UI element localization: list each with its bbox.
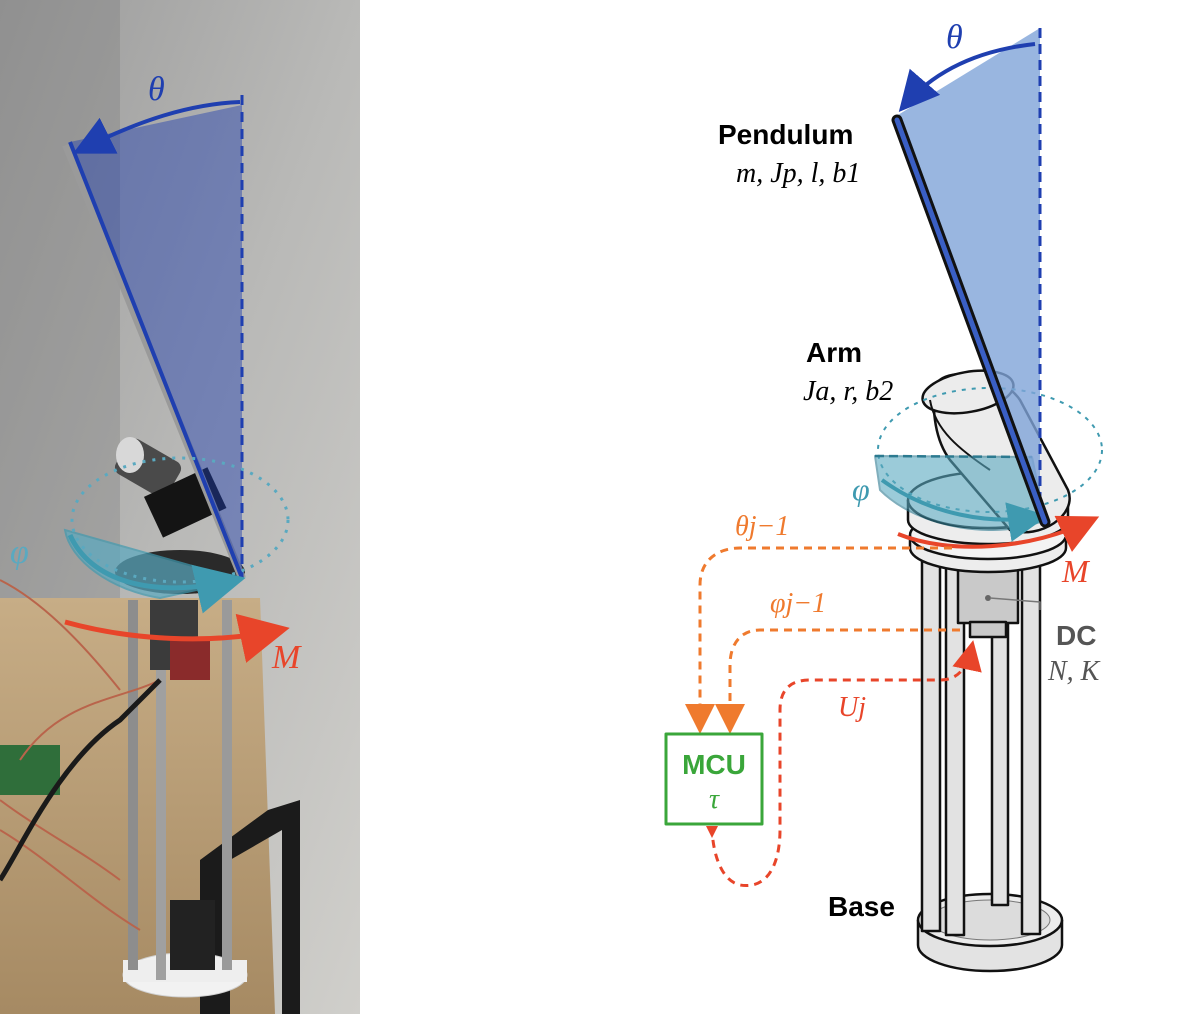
torque-arrow: [897, 515, 1100, 552]
photo-wall-shadow: [0, 0, 120, 620]
theta-label: θ: [946, 19, 963, 56]
theta-feedback-line: [685, 546, 952, 734]
phi-feedback-line: [715, 628, 960, 734]
photo-black-block: [170, 900, 215, 970]
photo-theta-arc: [72, 100, 241, 154]
control-signal-origin: [706, 826, 718, 838]
photo-rod: [222, 600, 232, 970]
photo-driver-board: [170, 640, 210, 680]
photo-wires: [0, 579, 161, 931]
photo-phi-circle: [70, 456, 290, 584]
photo-phi-label: φ: [10, 534, 29, 571]
photo-theta-label: θ: [148, 71, 165, 108]
pendulum-rod: [891, 114, 1051, 528]
schematic: φ θ M θj−1 φj−1 Uj MCU τ Pendulum: [664, 19, 1103, 973]
mcu-block: MCU τ: [664, 732, 764, 826]
phi-label: φ: [852, 471, 870, 507]
dc-title: DC: [1056, 620, 1096, 651]
arm-title: Arm: [806, 337, 862, 368]
pendulum-title: Pendulum: [718, 119, 853, 150]
photo-torque-label: M: [271, 639, 302, 676]
photo-torque-arrow: [64, 613, 290, 663]
photo-cable: [0, 678, 162, 882]
photo-panel: θ φ M: [0, 0, 360, 1014]
theta-arc: [898, 42, 1036, 113]
photo-theta-edge: [68, 141, 244, 579]
photo-rod: [156, 600, 166, 980]
theta-prev-label: θj−1: [735, 511, 789, 542]
pendulum-params: m, Jp, l, b1: [736, 158, 860, 189]
photo-phi-arrow: [67, 533, 246, 614]
photo-base-side: [123, 960, 247, 982]
dc-motor: [956, 563, 1041, 639]
dc-params: N, K: [1047, 656, 1101, 687]
phi-prev-label: φj−1: [770, 588, 826, 619]
phi-range-circle: [877, 387, 1103, 513]
mcu-param: τ: [709, 784, 720, 815]
base-title: Base: [828, 891, 895, 922]
torque-label: M: [1061, 553, 1091, 589]
photo-theta-sector: [70, 105, 242, 578]
mcu-title: MCU: [682, 749, 746, 780]
photo-rod: [128, 600, 138, 970]
photo-circuit-board: [0, 745, 60, 795]
phi-sector-edge: [874, 454, 1033, 459]
phi-arrow: [880, 478, 1048, 542]
control-label: Uj: [838, 692, 866, 723]
arm-params: Ja, r, b2: [803, 376, 893, 407]
